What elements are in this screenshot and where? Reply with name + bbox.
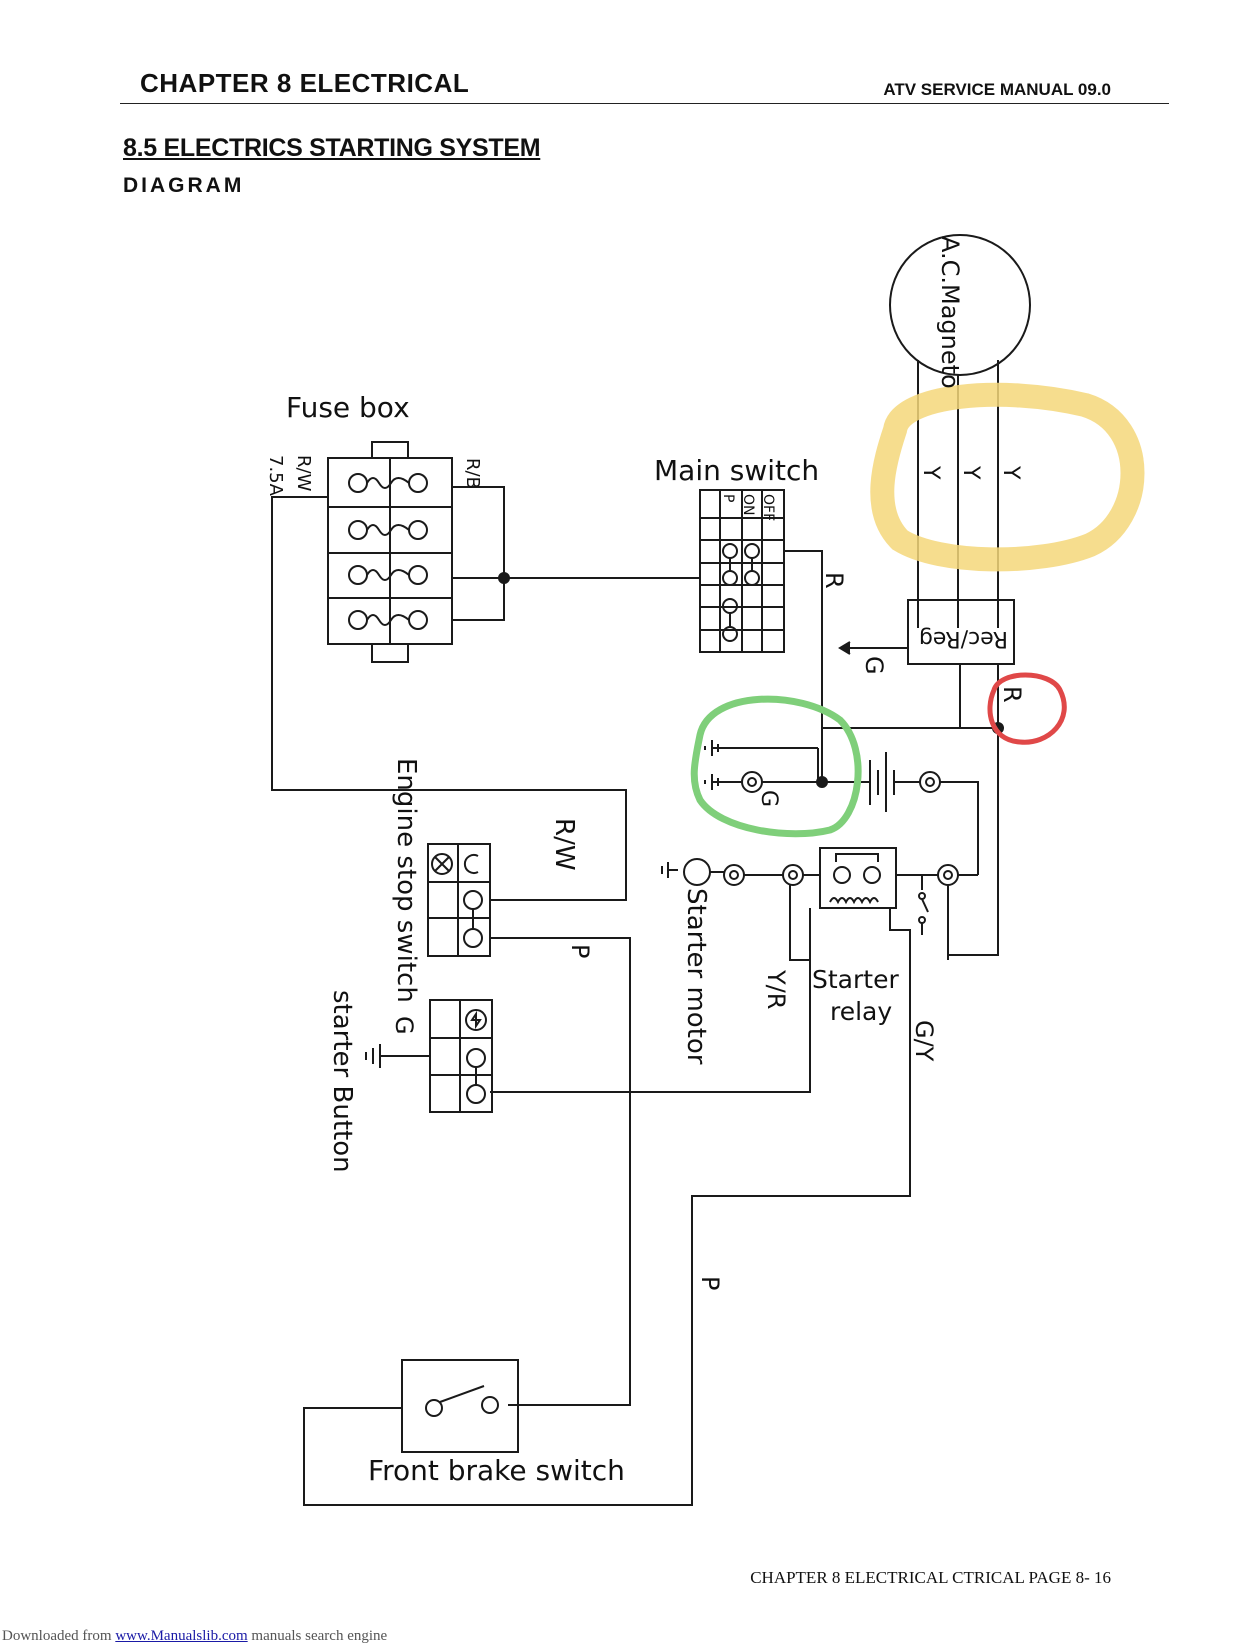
wire-label-ground-g: G <box>756 790 781 807</box>
label-rec-reg: Rec/Reg <box>919 626 1008 651</box>
header-divider <box>120 103 1169 104</box>
wire-label-button-g: G <box>390 1016 418 1035</box>
fuse-element-3 <box>348 565 428 585</box>
label-switch-off: OFF <box>760 494 776 521</box>
wire-label-y3: Y <box>998 465 1023 480</box>
starter-relay <box>303 847 999 1506</box>
main-switch <box>699 489 1004 734</box>
label-fuse-amp: 7.5A <box>265 455 286 497</box>
label-front-brake-switch: Front brake switch <box>368 1454 625 1487</box>
label-ac-magneto: A.C.Magneto <box>936 236 964 389</box>
label-switch-on: ON <box>740 494 756 516</box>
label-switch-p: P <box>720 494 736 502</box>
label-fuse-rw: R/W <box>293 455 314 492</box>
wire-label-regulator-g: G <box>860 656 888 675</box>
front-brake-switch <box>401 1359 630 1453</box>
section-subtitle: DIAGRAM <box>123 174 245 197</box>
wire-label-gy: G/Y <box>910 1020 938 1062</box>
label-engine-stop-switch: Engine stop switch <box>391 758 421 1003</box>
source-suffix: manuals search engine <box>247 1628 388 1644</box>
manual-title: ATV SERVICE MANUAL 09.0 <box>883 80 1111 99</box>
starter-button <box>365 999 493 1113</box>
source-prefix: Downloaded from <box>2 1628 116 1644</box>
battery <box>704 728 979 875</box>
wire-label-y2: Y <box>958 465 983 480</box>
source-link[interactable]: www.Manualslib.com <box>115 1628 248 1644</box>
label-starter-relay-2: relay <box>830 997 892 1026</box>
section-title: 8.5 ELECTRICS STARTING SYSTEM <box>123 134 541 162</box>
starter-motor <box>661 858 820 886</box>
wire-label-yr: Y/R <box>762 969 790 1009</box>
label-starter-button: starter Button <box>327 990 357 1173</box>
rec-reg <box>838 599 1015 952</box>
label-starter-relay-1: Starter <box>812 965 899 994</box>
page-footer: CHAPTER 8 ELECTRICAL CTRICAL PAGE 8- 16 <box>750 1568 1111 1587</box>
label-starter-motor: Starter motor <box>681 888 711 1065</box>
fuse-element-4 <box>348 610 428 630</box>
wire-label-rw: R/W <box>549 818 579 871</box>
wire-label-battery-r: R <box>998 686 1026 703</box>
label-fuse-rb: R/B <box>462 458 483 489</box>
wire-label-main-r: R <box>820 572 848 589</box>
highlight-red <box>987 672 1067 745</box>
label-main-switch: Main switch <box>654 454 819 487</box>
fuse-element-2 <box>348 520 428 540</box>
fuse-element-1 <box>348 473 428 493</box>
label-fuse-box: Fuse box <box>286 391 410 424</box>
source-note: Downloaded from www.Manualslib.com manua… <box>2 1628 387 1645</box>
highlight-yellow <box>870 382 1145 572</box>
wire-label-brake-p: P <box>696 1276 724 1290</box>
chapter-heading: CHAPTER 8 ELECTRICAL <box>140 68 470 98</box>
engine-stop-switch <box>427 843 631 1406</box>
wire-label-y1: Y <box>918 465 943 480</box>
fuse-box <box>271 441 700 901</box>
wire-label-stop-p: P <box>566 944 594 958</box>
highlight-green <box>690 695 862 838</box>
